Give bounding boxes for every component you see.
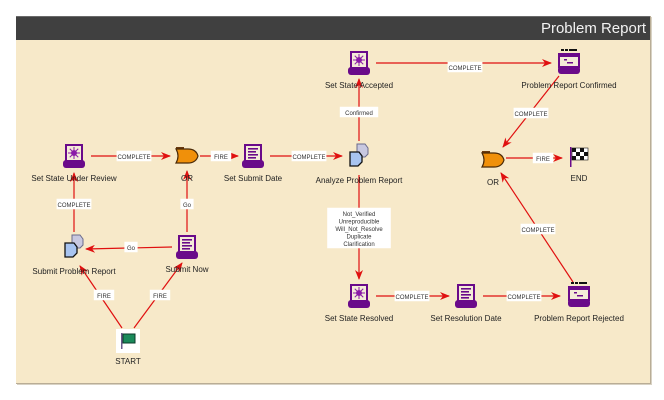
edge-problem-report-rejected-to-or-2[interactable]: COMPLETE bbox=[500, 172, 574, 283]
node-set-state-under-review[interactable]: Set State Under Review bbox=[31, 144, 117, 183]
edge-label: Unreproducible bbox=[339, 219, 380, 225]
node-start[interactable]: START bbox=[115, 329, 141, 366]
edge-start-to-submit-now[interactable]: FIRE bbox=[133, 262, 183, 329]
edge-analyze-problem-report-to-set-state-resolved[interactable]: Not_VerifiedUnreproducibleWill_Not_Resol… bbox=[327, 175, 391, 280]
people-task-icon bbox=[64, 234, 84, 258]
edge-label: COMPLETE bbox=[395, 295, 428, 301]
node-label: Set State Resolved bbox=[325, 314, 393, 323]
edge-label: FIRE bbox=[536, 157, 550, 163]
node-submit-now[interactable]: Submit Now bbox=[165, 235, 209, 274]
or-gate-icon bbox=[174, 147, 199, 164]
edge-label-box bbox=[180, 198, 194, 210]
edge-set-state-accepted-to-problem-report-confirmed[interactable]: COMPLETE bbox=[376, 59, 552, 73]
node-problem-report-rejected[interactable]: Problem Report Rejected bbox=[534, 282, 624, 323]
node-submit-problem-report[interactable]: Submit Problem Report bbox=[32, 234, 116, 276]
edge-analyze-problem-report-to-set-state-accepted[interactable]: Confirmed bbox=[339, 78, 379, 141]
edge-label-box bbox=[116, 150, 152, 162]
workflow-panel: Problem Report COMPLETE FIRE COMPLETE Confi… bbox=[16, 16, 651, 384]
edge-label: Confirmed bbox=[345, 111, 373, 117]
edge-label-box bbox=[56, 198, 92, 210]
edge-label: FIRE bbox=[97, 294, 111, 300]
edge-label-box bbox=[327, 207, 391, 249]
edge-label: COMPLETE bbox=[514, 112, 547, 118]
node-analyze-problem-report[interactable]: Analyze Problem Report bbox=[316, 143, 403, 185]
notification-icon bbox=[568, 282, 590, 307]
edge-label-box bbox=[513, 107, 549, 119]
node-label: START bbox=[115, 357, 141, 366]
edge-set-submit-date-to-analyze-problem-report[interactable]: COMPLETE bbox=[270, 150, 343, 162]
node-label: OR bbox=[487, 178, 499, 187]
edge-label: COMPLETE bbox=[57, 203, 90, 209]
edge-label-box bbox=[394, 290, 430, 302]
edge-label-box bbox=[124, 241, 138, 253]
edge-submit-now-to-or-1[interactable]: Go bbox=[180, 170, 194, 232]
start-flag-icon bbox=[116, 329, 140, 353]
edge-problem-report-confirmed-to-or-2[interactable]: COMPLETE bbox=[502, 75, 560, 148]
edge-label-box bbox=[532, 152, 554, 164]
edge-label: Will_Not_Resolve bbox=[335, 227, 383, 233]
edge-label-box bbox=[447, 61, 483, 73]
edge-label: FIRE bbox=[214, 155, 228, 161]
end-checkered-flag-icon bbox=[570, 147, 589, 167]
node-label: Set State Accepted bbox=[325, 81, 393, 90]
edge-label: Duplicate bbox=[346, 234, 372, 240]
edge-label: Go bbox=[127, 246, 136, 252]
edge-label-box bbox=[291, 150, 327, 162]
or-gate-icon bbox=[480, 151, 505, 168]
node-end[interactable]: END bbox=[570, 147, 589, 183]
edge-label-box bbox=[149, 289, 171, 301]
node-label: END bbox=[571, 174, 588, 183]
edge-submit-problem-report-to-set-state-under-review[interactable]: COMPLETE bbox=[56, 172, 92, 232]
panel-title: Problem Report bbox=[540, 20, 646, 37]
set-state-icon bbox=[63, 144, 85, 168]
node-label: Problem Report Confirmed bbox=[521, 81, 616, 90]
node-label: OR bbox=[181, 174, 193, 183]
edge-submit-now-to-submit-problem-report[interactable]: Go bbox=[85, 241, 173, 253]
edge-label: Go bbox=[183, 203, 192, 209]
node-label: Submit Problem Report bbox=[32, 267, 116, 276]
edge-label: COMPLETE bbox=[117, 155, 150, 161]
edge-label: COMPLETE bbox=[507, 295, 540, 301]
edge-label: Not_Verified bbox=[343, 212, 376, 218]
edge-label-box bbox=[520, 223, 556, 235]
node-set-state-resolved[interactable]: Set State Resolved bbox=[325, 284, 393, 323]
edge-label: FIRE bbox=[153, 294, 167, 300]
edge-or-1-to-set-submit-date[interactable]: FIRE bbox=[200, 150, 239, 162]
edge-label-box bbox=[210, 150, 232, 162]
node-label: Analyze Problem Report bbox=[316, 176, 403, 185]
edge-label: Clarification bbox=[343, 242, 374, 248]
panel-header: Problem Report bbox=[16, 16, 650, 40]
node-set-submit-date[interactable]: Set Submit Date bbox=[224, 144, 283, 183]
edge-or-2-to-end[interactable]: FIRE bbox=[506, 152, 563, 164]
edge-set-state-under-review-to-or-1[interactable]: COMPLETE bbox=[91, 150, 171, 162]
edge-label: COMPLETE bbox=[521, 228, 554, 234]
edge-set-resolution-date-to-problem-report-rejected[interactable]: COMPLETE bbox=[483, 290, 561, 302]
node-label: Set Submit Date bbox=[224, 174, 283, 183]
node-or-1[interactable]: OR bbox=[174, 147, 199, 183]
node-label: Submit Now bbox=[165, 265, 208, 274]
node-label: Problem Report Rejected bbox=[534, 314, 624, 323]
node-or-2[interactable]: OR bbox=[480, 151, 505, 187]
edge-label: COMPLETE bbox=[292, 155, 325, 161]
edge-set-state-resolved-to-set-resolution-date[interactable]: COMPLETE bbox=[376, 290, 450, 302]
edge-label-box bbox=[339, 106, 379, 118]
edge-start-to-submit-problem-report[interactable]: FIRE bbox=[79, 265, 123, 329]
node-problem-report-confirmed[interactable]: Problem Report Confirmed bbox=[521, 49, 617, 90]
node-set-resolution-date[interactable]: Set Resolution Date bbox=[430, 284, 502, 323]
form-document-icon bbox=[176, 235, 198, 259]
form-document-icon bbox=[455, 284, 477, 308]
edge-label: COMPLETE bbox=[448, 66, 481, 72]
notification-icon bbox=[558, 49, 580, 74]
set-state-icon bbox=[348, 284, 370, 308]
node-label: Set State Under Review bbox=[31, 174, 117, 183]
people-task-icon bbox=[349, 143, 369, 167]
edge-label-box bbox=[93, 289, 115, 301]
node-label: Set Resolution Date bbox=[430, 314, 502, 323]
set-state-icon bbox=[348, 51, 370, 75]
node-set-state-accepted[interactable]: Set State Accepted bbox=[325, 51, 393, 90]
form-document-icon bbox=[242, 144, 264, 168]
edge-label-box bbox=[506, 290, 542, 302]
